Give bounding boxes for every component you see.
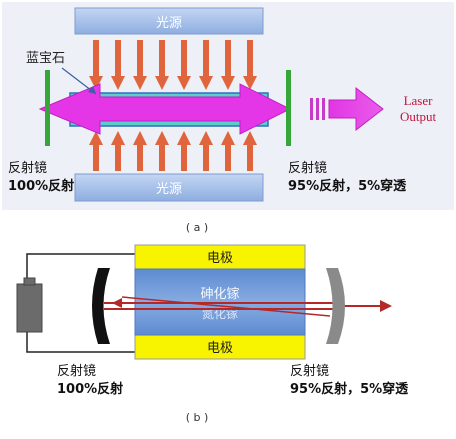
panel-a: 光源 光源 蓝宝石 Laser Output 反射镜 100%反射 反射镜 95…: [2, 2, 454, 210]
electrode-bottom-label: 电极: [207, 341, 233, 356]
light-source-top-label: 光源: [156, 16, 182, 31]
pump-arrow-up: [177, 131, 191, 171]
pump-arrow-up: [111, 131, 125, 171]
caption-b: ( b ): [186, 411, 209, 424]
right-mirror-spec-a: 95%反射，5%穿透: [288, 178, 406, 194]
pump-arrow-down: [243, 40, 257, 90]
left-mirror-spec-a: 100%反射: [8, 178, 74, 194]
laser-line-diagonal: [121, 296, 331, 317]
electrode-top-label: 电极: [207, 251, 233, 266]
electrode-bottom: [134, 334, 306, 360]
electrode-top: [134, 244, 306, 270]
battery-terminal: [23, 277, 36, 286]
pump-arrow-down: [155, 40, 169, 90]
output-stripe-3: [322, 98, 325, 120]
crystal-label: 蓝宝石: [26, 51, 65, 66]
left-mirror-b: [92, 268, 110, 344]
pump-arrow-down: [221, 40, 235, 90]
circuit-wire-top: [26, 253, 135, 284]
pump-arrow-down: [111, 40, 125, 90]
laser-output-arrow: [328, 86, 384, 132]
battery: [16, 283, 43, 333]
output-stripe-1: [310, 98, 313, 120]
crystal-pointer-head: [88, 86, 96, 94]
laser-back-arrowhead: [112, 298, 122, 308]
pump-arrows-up: [89, 131, 257, 171]
right-mirror-spec-b: 95%反射，5%穿透: [290, 381, 408, 397]
pump-arrow-up: [221, 131, 235, 171]
output-stripe-2: [316, 98, 319, 120]
pump-arrow-down: [89, 40, 103, 90]
pump-arrow-up: [199, 131, 213, 171]
pump-arrow-up: [133, 131, 147, 171]
light-source-top: [74, 7, 264, 35]
light-source-bottom: [74, 173, 264, 202]
caption-a: ( a ): [186, 221, 208, 234]
pump-arrow-up: [155, 131, 169, 171]
layer-top-label: 砷化镓: [200, 287, 239, 302]
right-mirror-title-b: 反射镜: [290, 363, 329, 379]
left-mirror-spec-b: 100%反射: [57, 381, 123, 397]
laser-output-label-line2: Output: [400, 109, 437, 124]
left-mirror-a: [45, 70, 50, 146]
pump-arrow-down: [177, 40, 191, 90]
left-mirror-title-b: 反射镜: [57, 363, 96, 379]
pump-arrows-down: [89, 40, 257, 90]
right-mirror-b: [326, 268, 345, 344]
pump-arrow-down: [133, 40, 147, 90]
light-source-bottom-label: 光源: [156, 182, 182, 197]
pump-arrow-up: [89, 131, 103, 171]
panel-b: 电极 电极 砷化镓 氮化镓 反射镜 100%反射 反射镜 95%反射，5%穿透: [16, 244, 408, 397]
left-mirror-title-a: 反射镜: [8, 160, 47, 176]
circuit-wire-bottom: [26, 330, 135, 353]
right-mirror-a: [286, 70, 291, 146]
laser-output-arrowhead: [380, 300, 392, 312]
laser-output-label-line1: Laser: [404, 93, 434, 108]
pump-arrow-up: [243, 131, 257, 171]
right-mirror-title-a: 反射镜: [288, 160, 327, 176]
pump-arrow-down: [199, 40, 213, 90]
